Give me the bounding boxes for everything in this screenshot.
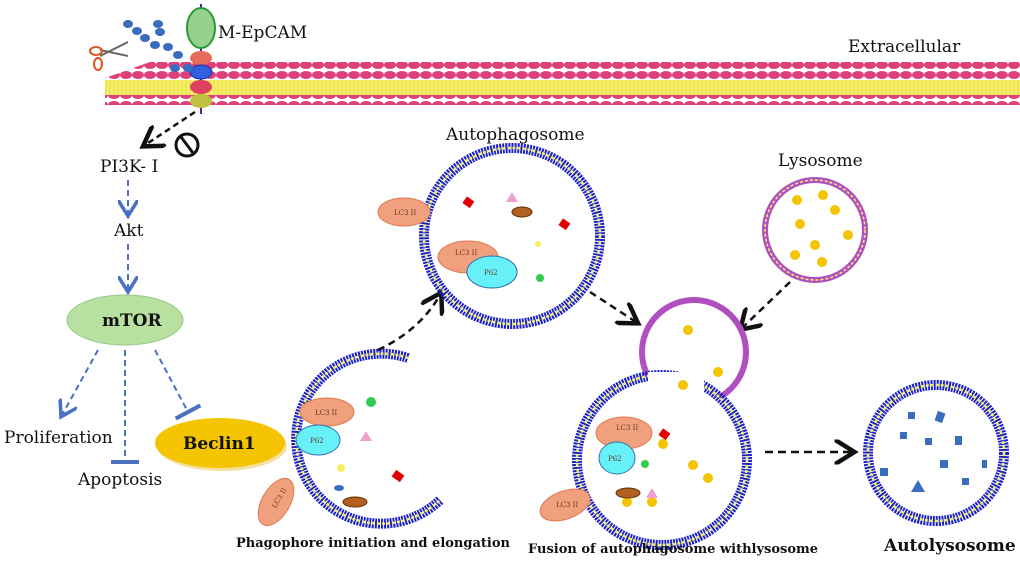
phagophore-caption: Phagophore initiation and elongation — [236, 536, 511, 551]
inhibition-icon — [174, 132, 200, 158]
m-epcam-label: M-EpCAM — [218, 23, 307, 43]
scissors-icon — [89, 41, 129, 71]
lysosome-label: Lysosome — [778, 151, 863, 171]
cleaved-fragments — [123, 20, 193, 72]
inhibit-mtor-beclin — [154, 349, 202, 421]
autolysosome — [863, 380, 1009, 526]
lc3-label: LC3 II — [556, 501, 578, 509]
lc3-label: LC3 II — [455, 249, 477, 257]
akt-label: Akt — [113, 221, 144, 241]
lc3-label: LC3 II — [394, 209, 416, 217]
autophagosome: LC3 II LC3 II P62 — [377, 143, 605, 329]
inhibited-arrow — [145, 110, 196, 145]
p62-label: P62 — [608, 455, 622, 463]
autophagosome-label: Autophagosome — [445, 125, 585, 145]
p62-label: P62 — [310, 437, 324, 445]
phagophore — [291, 348, 444, 529]
p62-protein — [295, 424, 341, 456]
lc3-label: LC3 II — [315, 409, 337, 417]
arrow-to-autophagosome — [377, 295, 440, 352]
pi3k-label: PI3K- I — [100, 157, 158, 177]
arrow-mtor-proliferation — [62, 349, 99, 415]
autolysosome-label: Autolysosome — [883, 536, 1016, 556]
beclin1-label: Beclin1 — [183, 434, 256, 454]
fusion-vesicle: LC3 II P62 LC3 II — [539, 297, 752, 550]
lc3-protein — [257, 477, 295, 527]
proliferation-label: Proliferation — [4, 428, 113, 448]
arrow-lysosome-fusion — [742, 281, 791, 328]
lc3-label: LC3 II — [616, 424, 638, 432]
fusion-caption: Fusion of autophagosome withlysosome — [528, 542, 818, 557]
mtor-node — [66, 294, 184, 346]
lysosome — [762, 177, 868, 283]
apoptosis-label: Apoptosis — [77, 470, 162, 490]
p62-label: P62 — [484, 269, 498, 277]
beclin1-node — [155, 418, 285, 468]
arrow-autophagosome-fusion — [589, 290, 636, 322]
m-epcam-receptor — [186, 4, 216, 114]
cell-membrane — [105, 62, 1020, 105]
extracellular-label: Extracellular — [848, 37, 961, 57]
mtor-label: mTOR — [102, 311, 162, 331]
